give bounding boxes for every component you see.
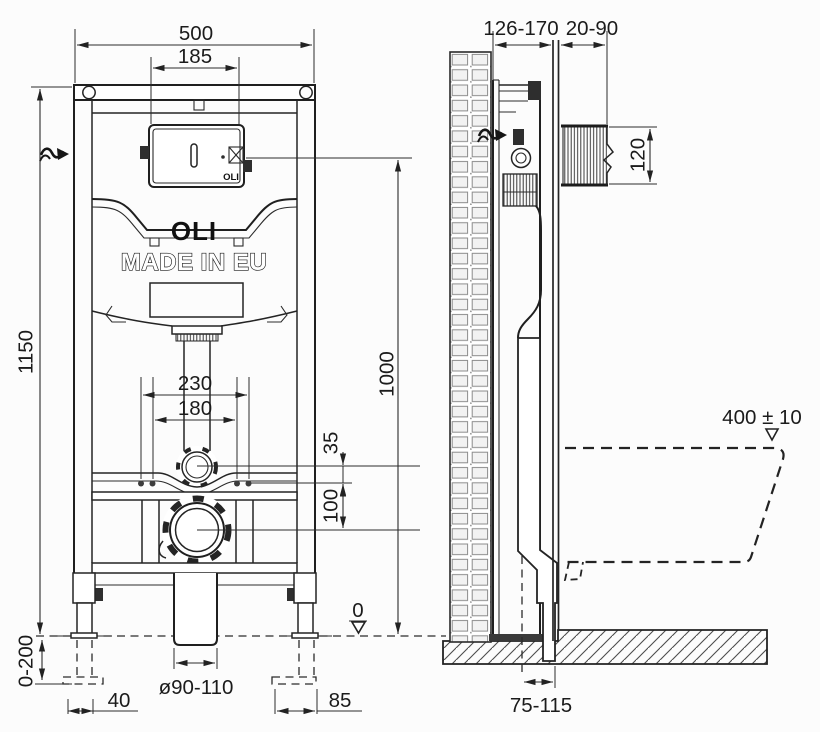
wall-anchor [528, 81, 541, 100]
adjustable-foot-left [62, 572, 104, 685]
waste-pipe [517, 337, 558, 662]
dim-flush-height: 1000 [376, 351, 399, 397]
bottom-bar [91, 562, 298, 574]
datum-level-label: 0 [352, 599, 363, 622]
dim-frame-depth: 126-170 [483, 17, 558, 40]
level-triangle-icon-bowl [764, 428, 780, 442]
flush-slot [190, 143, 198, 168]
dim-outlet-offset: 100 [320, 489, 343, 523]
dim-right-inset: 85 [329, 689, 352, 712]
flush-plate-recess [561, 124, 615, 187]
made-in-label: MADE IN EU [121, 249, 267, 276]
foot-plate [489, 634, 544, 641]
wall-section [449, 51, 492, 643]
cistern-trough [91, 198, 298, 247]
water-inlet-icon [38, 146, 71, 163]
break-line [602, 126, 615, 185]
dim-fixing-inner: 180 [178, 397, 212, 420]
valve-symbol-icon [228, 146, 244, 164]
frame-structure [73, 84, 316, 573]
front-view: OLI OLI MADE IN EU [36, 84, 446, 685]
adjustable-foot-right [271, 572, 319, 685]
corner-hole-left [82, 85, 96, 100]
toilet-bowl-outline [563, 446, 785, 581]
dim-finish-depth: 20-90 [566, 17, 618, 40]
brand-logo: OLI [171, 216, 217, 246]
plate-logo: OLI [223, 172, 239, 183]
outlet-pipe [173, 573, 218, 646]
cistern-access-box: OLI [140, 124, 252, 188]
supply-fitting [176, 446, 218, 488]
corner-hole-right [299, 85, 313, 100]
level-triangle-icon [350, 621, 367, 635]
foot-clip-right [287, 588, 297, 601]
dim-leg-adjust: 0-200 [15, 635, 38, 687]
dim-outlet-distance: 75-115 [510, 694, 572, 717]
dim-left-inset: 40 [108, 689, 131, 712]
floor-section [442, 629, 768, 665]
inlet-valve [502, 129, 538, 207]
plate-clip-left [140, 146, 149, 159]
dim-bowl-height: 400 ± 10 [722, 406, 802, 429]
dim-supply-offset: 35 [320, 432, 343, 455]
dim-plate-width: 185 [178, 45, 212, 68]
foot-clip-left [93, 588, 103, 601]
dim-fixing-outer: 230 [178, 372, 212, 395]
dim-outlet-dia: ø90-110 [159, 676, 234, 699]
side-dimensions: 126-170 20-90 120 400 ± 10 75-115 [483, 17, 801, 717]
tank-and-flush-pipe [91, 282, 298, 451]
datum-marker: 0 [349, 599, 367, 635]
side-view [442, 40, 785, 676]
plate-clip-right [243, 160, 252, 172]
dim-recess-height: 120 [627, 138, 650, 172]
dim-total-width: 500 [179, 22, 213, 45]
front-dimensions: 500 185 1150 1000 230 180 35 100 0-200 [15, 22, 420, 715]
dim-frame-height: 1150 [15, 330, 38, 374]
cistern-profile [517, 205, 542, 339]
